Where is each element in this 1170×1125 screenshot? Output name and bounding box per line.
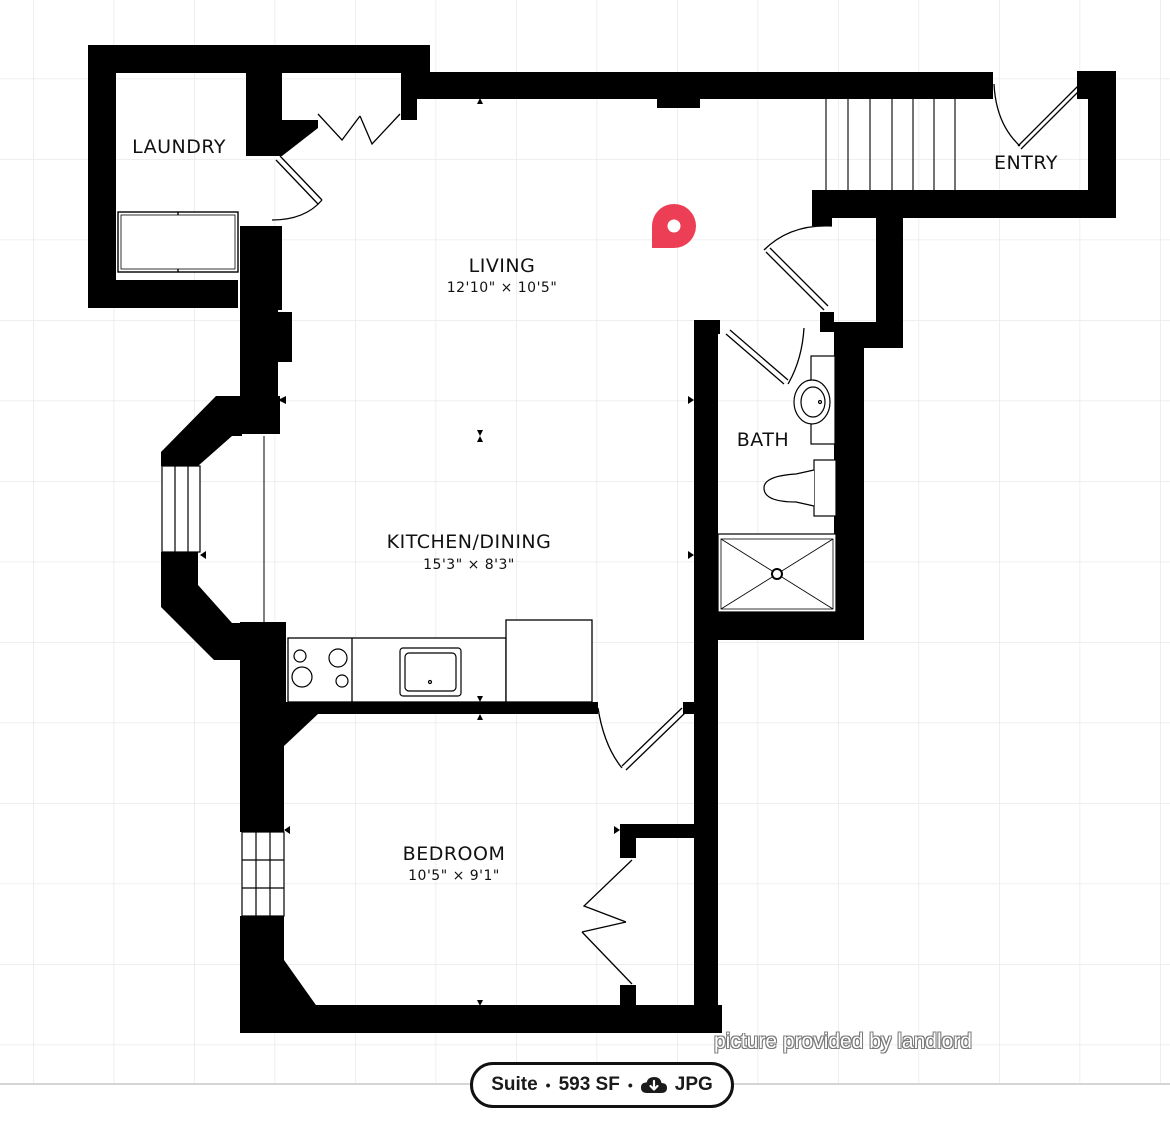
- separator-dot: •: [545, 1077, 551, 1093]
- separator-dot: •: [627, 1077, 633, 1093]
- windows: [161, 436, 285, 917]
- washer-dryer: [117, 211, 239, 273]
- walls: [88, 45, 1116, 1033]
- entry-label: ENTRY: [994, 152, 1058, 174]
- suite-label: Suite: [491, 1074, 538, 1095]
- kitchen-dining-dimensions: 15'3" × 8'3": [423, 557, 515, 573]
- kitchen-dining-label: KITCHEN/DINING: [387, 531, 552, 553]
- toilet: [763, 459, 837, 517]
- location-pin-icon[interactable]: [652, 204, 696, 248]
- stove: [291, 648, 349, 688]
- living-label: LIVING: [469, 255, 536, 277]
- dimension-markers: [200, 98, 694, 1006]
- bath-label: BATH: [737, 429, 789, 451]
- cloud-download-icon[interactable]: [640, 1076, 667, 1094]
- stairs: [825, 99, 956, 190]
- laundry-label: LAUNDRY: [132, 136, 226, 158]
- area-label: 593 SF: [558, 1074, 620, 1095]
- bathroom-sink: [793, 355, 836, 445]
- plan-info-bar[interactable]: Suite • 593 SF • JPG: [470, 1062, 734, 1108]
- living-dimensions: 12'10" × 10'5": [447, 280, 558, 296]
- doors: [271, 83, 1082, 985]
- kitchen-sink: [399, 647, 462, 697]
- bedroom-label: BEDROOM: [403, 843, 506, 865]
- watermark-text: picture provided by landlord: [714, 1030, 972, 1053]
- bedroom-dimensions: 10'5" × 9'1": [408, 868, 500, 884]
- shower: [717, 533, 837, 613]
- kitchen-counter: [287, 619, 593, 703]
- download-jpg-link[interactable]: JPG: [674, 1074, 713, 1095]
